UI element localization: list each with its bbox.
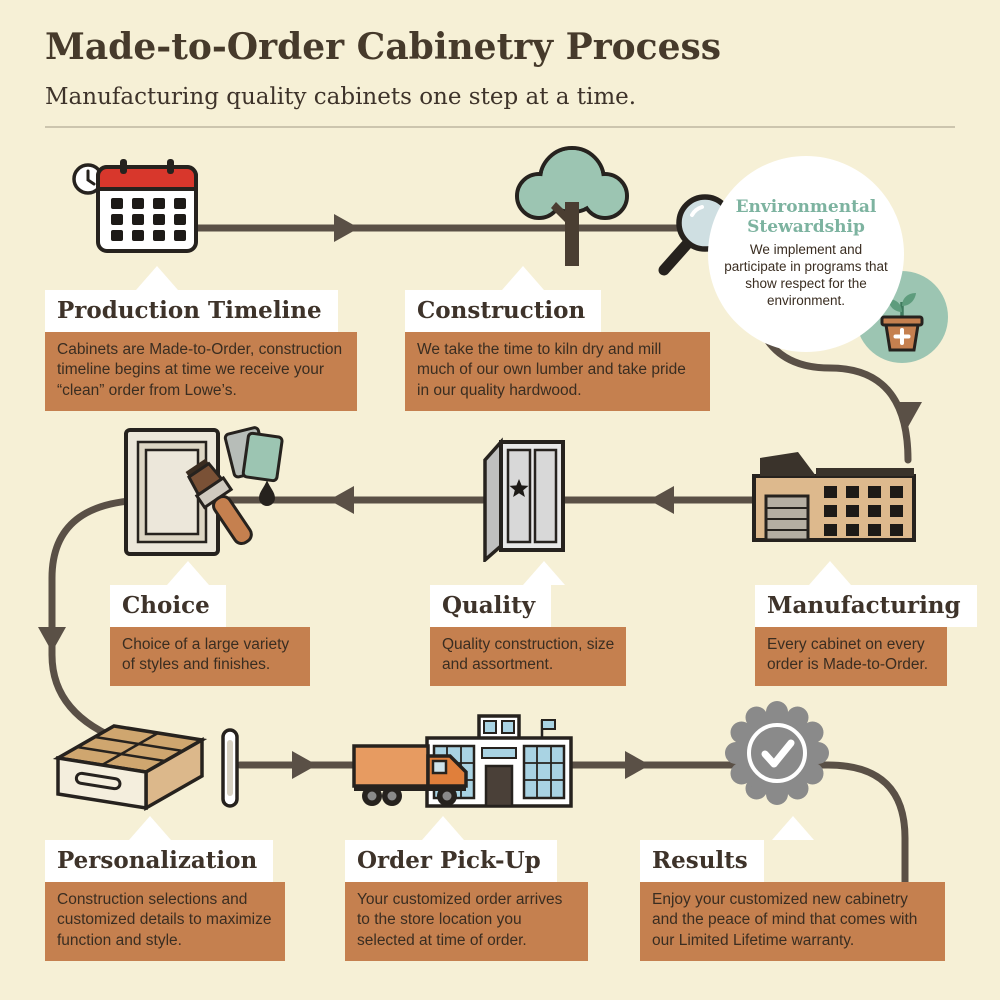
hardware-pull-icon: [216, 726, 244, 815]
flow-arrow-right-icon: [334, 214, 359, 242]
header-divider: [45, 126, 955, 128]
environmental-stewardship-bubble: Environmental Stewardship We implement a…: [708, 156, 904, 352]
calendar-clock-icon: [68, 152, 200, 259]
step-description: Choice of a large variety of styles and …: [110, 627, 310, 686]
flow-line: [48, 224, 912, 936]
tree-icon: [505, 138, 640, 275]
color-swatches-icon: [220, 418, 292, 495]
flow-arrow-right-icon: [292, 751, 317, 779]
delivery-truck-icon: [350, 740, 472, 815]
door-panel-icon: [122, 426, 222, 563]
step-pointer: [422, 816, 464, 840]
step-manufacturing: Manufacturing Every cabinet on every ord…: [755, 561, 977, 686]
page-title: Made-to-Order Cabinetry Process: [45, 26, 722, 68]
step-pointer: [502, 266, 544, 290]
step-pointer: [809, 561, 851, 585]
step-description: Enjoy your customized new cabinetry and …: [640, 882, 945, 962]
step-description: Every cabinet on every order is Made-to-…: [755, 627, 947, 686]
step-description: Construction selections and customized d…: [45, 882, 285, 962]
step-construction: Construction We take the time to kiln dr…: [405, 266, 710, 412]
page-subtitle: Manufacturing quality cabinets one step …: [45, 84, 637, 110]
flow-arrow-down-icon: [38, 627, 66, 652]
bubble-description: We implement and participate in programs…: [724, 242, 888, 308]
flow-arrow-left-icon: [649, 486, 674, 514]
step-personalization: Personalization Construction selections …: [45, 816, 285, 962]
step-title: Choice: [110, 585, 226, 627]
step-pointer: [136, 266, 178, 290]
step-title: Production Timeline: [45, 290, 338, 332]
flow-arrow-left-icon: [329, 486, 354, 514]
step-title: Quality: [430, 585, 552, 627]
factory-icon: [750, 446, 918, 549]
step-title: Order Pick-Up: [345, 840, 557, 882]
cabinet-icon: [477, 430, 573, 567]
step-description: Your customized order arrives to the sto…: [345, 882, 588, 962]
step-pointer: [523, 561, 565, 585]
step-title: Results: [640, 840, 764, 882]
step-title: Construction: [405, 290, 602, 332]
paint-brush-icon: [168, 445, 283, 576]
bubble-title: Environmental Stewardship: [735, 197, 877, 237]
step-description: We take the time to kiln dry and mill mu…: [405, 332, 710, 412]
step-pointer: [167, 561, 209, 585]
step-results: Results Enjoy your customized new cabine…: [640, 816, 945, 962]
step-pointer: [129, 816, 171, 840]
step-description: Quality construction, size and assortmen…: [430, 627, 626, 686]
drawer-icon: [50, 710, 212, 823]
step-order-pick-up: Order Pick-Up Your customized order arri…: [345, 816, 588, 962]
flow-arrow-right-icon: [625, 751, 650, 779]
step-choice: Choice Choice of a large variety of styl…: [110, 561, 310, 686]
step-description: Cabinets are Made-to-Order, construction…: [45, 332, 357, 412]
step-title: Personalization: [45, 840, 274, 882]
ribbon-check-icon: [724, 700, 830, 811]
step-production-timeline: Production Timeline Cabinets are Made-to…: [45, 266, 357, 412]
step-pointer: [772, 816, 814, 840]
paint-drip-icon: [256, 478, 278, 513]
flow-arrow-down-icon: [894, 402, 922, 427]
step-quality: Quality Quality construction, size and a…: [430, 561, 626, 686]
step-title: Manufacturing: [755, 585, 977, 627]
